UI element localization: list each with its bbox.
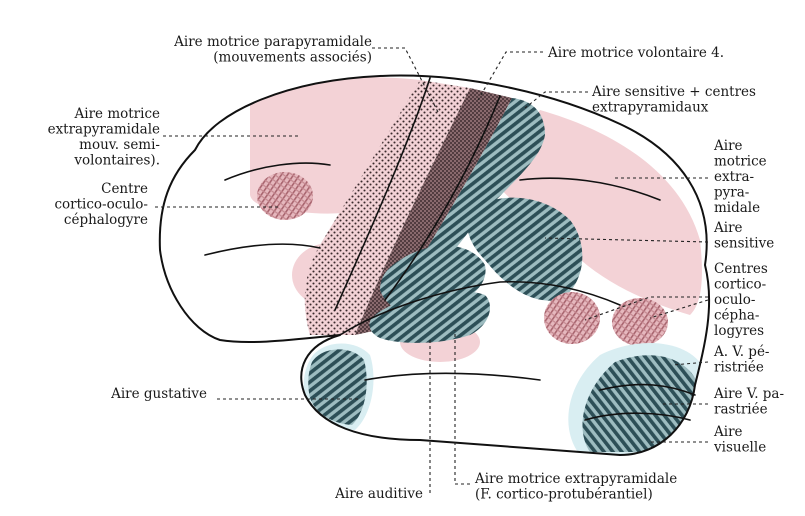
label-centres-cortico-oculo-right-line-2: cortico- [714, 277, 766, 293]
label-aire-motrice-extrapyramidale-right-line-5: midale [714, 200, 760, 216]
label-aire-gustative: Aire gustative [110, 386, 207, 402]
label-centre-cortico-oculo-cephalogyre-line-1: Centre [101, 181, 148, 197]
label-aire-auditive: Aire auditive [334, 486, 423, 502]
label-aire-gustative-line-1: Aire gustative [110, 386, 207, 402]
label-aire-motrice-extrapyramidale-right-line-2: motrice [714, 154, 767, 170]
label-centre-cortico-oculo-cephalogyre-line-3: céphalogyre [64, 212, 148, 228]
label-motrice-extrapyramidale-semi-line-3: mouv. semi- [79, 137, 160, 153]
label-centres-cortico-oculo-right-line-5: logyres [714, 323, 764, 339]
label-motrice-volontaire-4: Aire motrice volontaire 4. [547, 45, 724, 61]
label-centres-cortico-oculo-right-line-4: cépha- [714, 308, 760, 324]
label-aire-sensitive-line-2: sensitive [714, 236, 774, 252]
label-motrice-volontaire-4-line-1: Aire motrice volontaire 4. [547, 45, 724, 61]
label-motrice-extrapyramidale-bottom-line-2: (F. cortico-protubérantiel) [475, 487, 653, 503]
label-motrice-extrapyramidale-semi-line-4: volontaires). [73, 153, 160, 169]
label-aire-motrice-extrapyramidale-right-line-3: extra- [714, 169, 754, 185]
label-motrice-extrapyramidale-bottom-line-1: Aire motrice extrapyramidale [474, 471, 677, 487]
label-aire-v-parastriee-line-1: Aire V. pa- [713, 386, 784, 402]
label-centres-cortico-oculo-right-line-1: Centres [714, 261, 768, 277]
label-motrice-parapyramidale-line-1: Aire motrice parapyramidale [173, 34, 372, 50]
label-aire-sensitive-line-1: Aire [713, 220, 743, 236]
label-centre-cortico-oculo-cephalogyre-line-2: cortico-oculo- [54, 197, 148, 213]
label-centres-cortico-oculo-right-line-3: oculo- [714, 292, 755, 308]
label-motrice-extrapyramidale-semi-line-1: Aire motrice [74, 106, 160, 122]
label-sensitive-centres-line-1: Aire sensitive + centres [591, 84, 756, 100]
label-motrice-parapyramidale: Aire motrice parapyramidale(mouvements a… [173, 34, 372, 66]
label-aire-visuelle-line-1: Aire [713, 424, 743, 440]
label-aire-motrice-extrapyramidale-right-line-4: pyra- [714, 185, 749, 201]
label-sensitive-centres-line-2: extrapyramidaux [592, 100, 709, 116]
label-motrice-extrapyramidale-bottom: Aire motrice extrapyramidale(F. cortico-… [474, 471, 677, 503]
label-aire-v-parastriee-line-2: rastriée [714, 402, 768, 418]
label-av-peristriee-line-1: A. V. pé- [713, 344, 770, 360]
region-centre-cortico-oculo-cephalogyre [257, 172, 313, 220]
label-av-peristriee: A. V. pé-ristriée [713, 344, 770, 376]
label-aire-v-parastriee: Aire V. pa-rastriée [713, 386, 784, 418]
label-motrice-extrapyramidale-semi-line-2: extrapyramidale [48, 122, 160, 138]
label-aire-motrice-extrapyramidale-right-line-1: Aire [713, 138, 743, 154]
label-aire-auditive-line-1: Aire auditive [334, 486, 423, 502]
label-av-peristriee-line-2: ristriée [714, 360, 764, 376]
label-motrice-parapyramidale-line-2: (mouvements associés) [213, 50, 372, 66]
label-aire-visuelle-line-2: visuelle [713, 440, 766, 456]
region-aire-gustative [308, 349, 366, 425]
